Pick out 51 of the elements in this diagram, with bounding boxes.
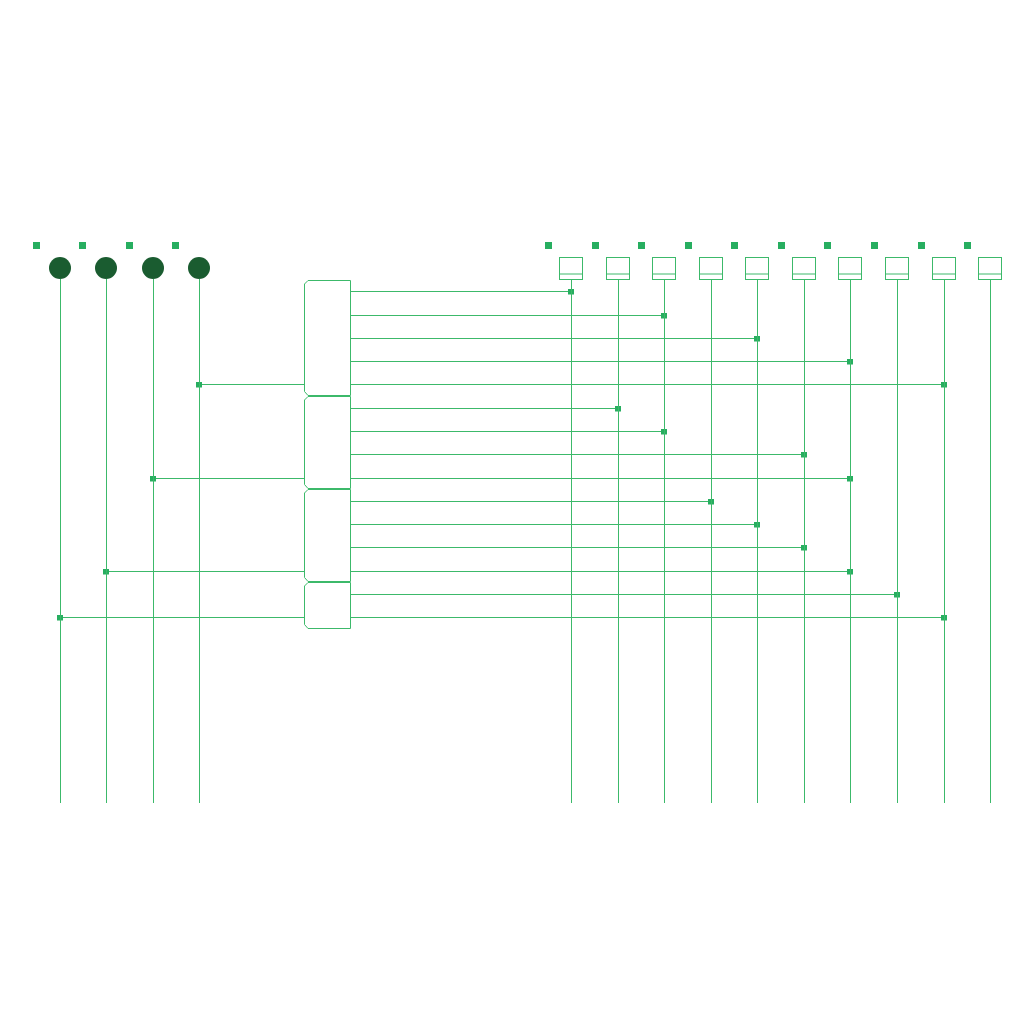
- message-line: [57, 614, 305, 621]
- message-line: [350, 521, 760, 528]
- activation-block: [304, 396, 351, 489]
- participant-box: [652, 257, 676, 280]
- lifeline: [896, 280, 898, 803]
- activation-block: [304, 582, 351, 629]
- lifeline: [849, 280, 851, 803]
- lifeline: [663, 280, 665, 803]
- lifeline: [198, 279, 200, 803]
- participant-box: [559, 257, 583, 280]
- message-line: [350, 405, 621, 412]
- activation-block: [304, 489, 351, 582]
- lifeline: [989, 280, 991, 803]
- participant-box: [699, 257, 723, 280]
- actor-circle: [49, 257, 71, 279]
- participant-box: [606, 257, 630, 280]
- participant-box: [978, 257, 1002, 280]
- participant-box: [745, 257, 769, 280]
- message-line: [350, 381, 947, 388]
- actor-circle: [95, 257, 117, 279]
- message-line: [350, 568, 853, 575]
- actor-circle: [142, 257, 164, 279]
- lifeline: [943, 280, 945, 803]
- message-line: [350, 451, 807, 458]
- actor-circle: [188, 257, 210, 279]
- lifeline: [617, 280, 619, 803]
- message-line: [350, 288, 574, 295]
- message-line: [350, 591, 900, 598]
- message-line: [150, 475, 305, 482]
- lifeline: [152, 279, 154, 803]
- message-line: [350, 312, 667, 319]
- message-line: [350, 475, 853, 482]
- message-line: [350, 614, 947, 621]
- message-line: [350, 335, 760, 342]
- activation-block: [304, 280, 351, 396]
- lifeline: [710, 280, 712, 803]
- participant-box: [932, 257, 956, 280]
- participant-box: [792, 257, 816, 280]
- participant-box: [885, 257, 909, 280]
- lifeline: [105, 279, 107, 803]
- message-line: [103, 568, 305, 575]
- message-line: [350, 428, 667, 435]
- lifeline: [756, 280, 758, 803]
- message-line: [350, 544, 807, 551]
- message-line: [196, 381, 305, 388]
- lifeline: [59, 279, 61, 803]
- lifeline: [803, 280, 805, 803]
- participant-box: [838, 257, 862, 280]
- message-line: [350, 498, 714, 505]
- lifeline: [570, 280, 572, 803]
- message-line: [350, 358, 853, 365]
